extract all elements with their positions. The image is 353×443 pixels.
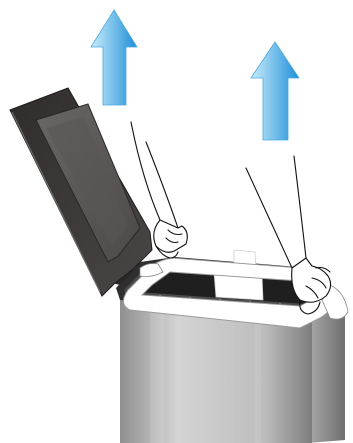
bin-lid [10,88,152,296]
up-arrow-icon-left [91,10,137,105]
up-arrow-icon-right [251,42,299,140]
